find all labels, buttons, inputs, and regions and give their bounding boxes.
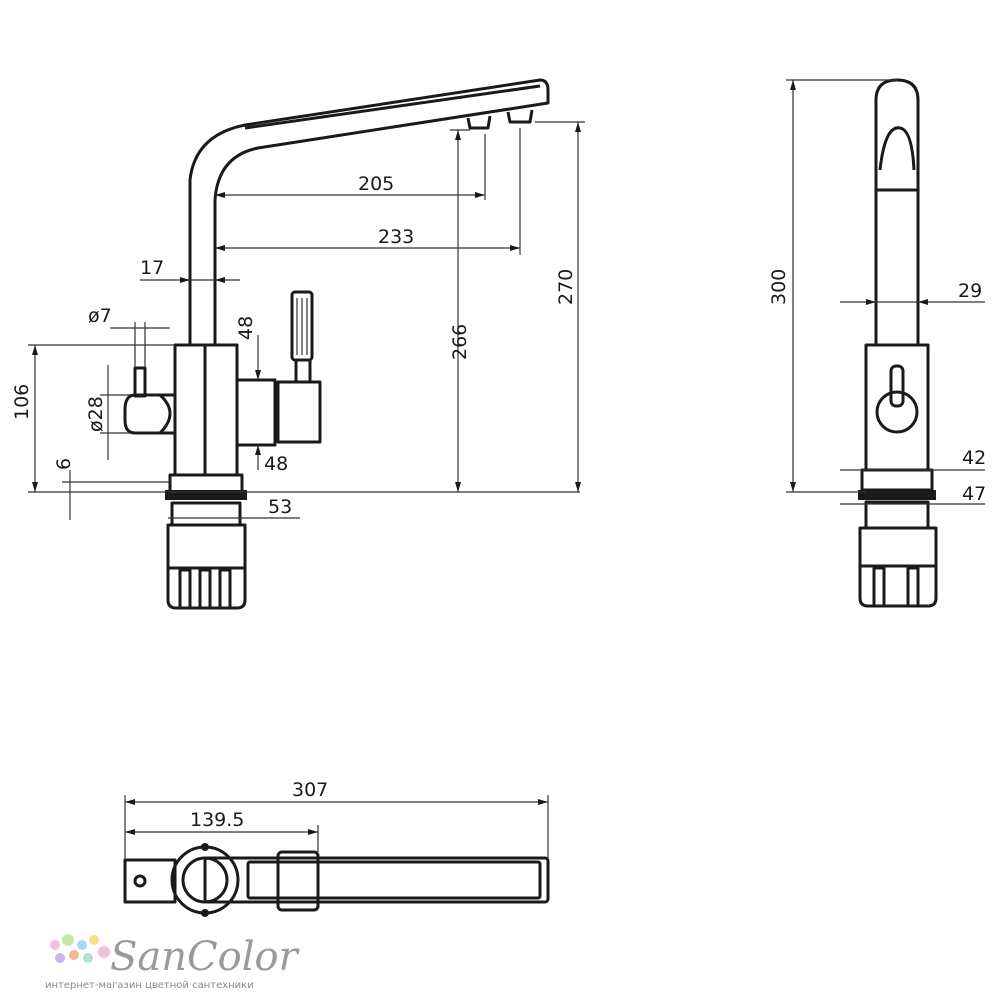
dim-48-bottom: 48 bbox=[264, 453, 288, 475]
side-spout bbox=[874, 78, 920, 345]
top-knob bbox=[123, 858, 177, 904]
side-dimension-lines bbox=[786, 79, 985, 505]
dim-233: 233 bbox=[378, 226, 414, 248]
dim-47: 47 bbox=[962, 483, 986, 505]
side-base-nut bbox=[858, 526, 938, 608]
spout-outline bbox=[188, 78, 550, 345]
right-handle-body bbox=[276, 380, 322, 444]
top-handle bbox=[276, 850, 320, 912]
lever-handle bbox=[290, 290, 314, 362]
dim-266: 266 bbox=[449, 324, 471, 360]
left-knob bbox=[123, 393, 175, 435]
top-view bbox=[123, 843, 550, 917]
front-dimension-labels: 205 233 17 ø7 266 270 48 106 ø28 48 6 53 bbox=[11, 173, 577, 518]
side-knob bbox=[875, 390, 919, 434]
logo-tagline: интернет-магазин цветной сантехники bbox=[45, 980, 254, 991]
dim-53: 53 bbox=[268, 496, 292, 518]
dim-270: 270 bbox=[555, 269, 577, 305]
logo-name: SanColor bbox=[110, 934, 301, 980]
top-spout bbox=[203, 856, 550, 904]
dim-300: 300 bbox=[768, 269, 790, 305]
dim-307: 307 bbox=[292, 779, 328, 801]
dim-d7: ø7 bbox=[88, 305, 112, 327]
dim-139-5: 139.5 bbox=[190, 809, 244, 831]
dim-29: 29 bbox=[958, 280, 982, 302]
dim-48-top: 48 bbox=[235, 316, 257, 340]
top-dimension-lines bbox=[124, 795, 549, 860]
side-view bbox=[858, 78, 938, 608]
dim-6: 6 bbox=[53, 458, 75, 470]
front-dimension-lines bbox=[28, 121, 585, 520]
front-view bbox=[123, 78, 550, 610]
base-nut bbox=[166, 523, 247, 610]
top-dimension-labels: 307 139.5 bbox=[190, 779, 328, 831]
sancolor-logo: SanColor интернет-магазин цветной сантех… bbox=[45, 934, 301, 991]
dim-d28: ø28 bbox=[85, 396, 107, 432]
right-connector bbox=[237, 378, 277, 447]
dim-106: 106 bbox=[11, 384, 33, 420]
side-dimension-labels: 300 29 42 47 bbox=[768, 269, 986, 505]
dim-42: 42 bbox=[962, 447, 986, 469]
dim-205: 205 bbox=[358, 173, 394, 195]
dim-17: 17 bbox=[140, 257, 164, 279]
